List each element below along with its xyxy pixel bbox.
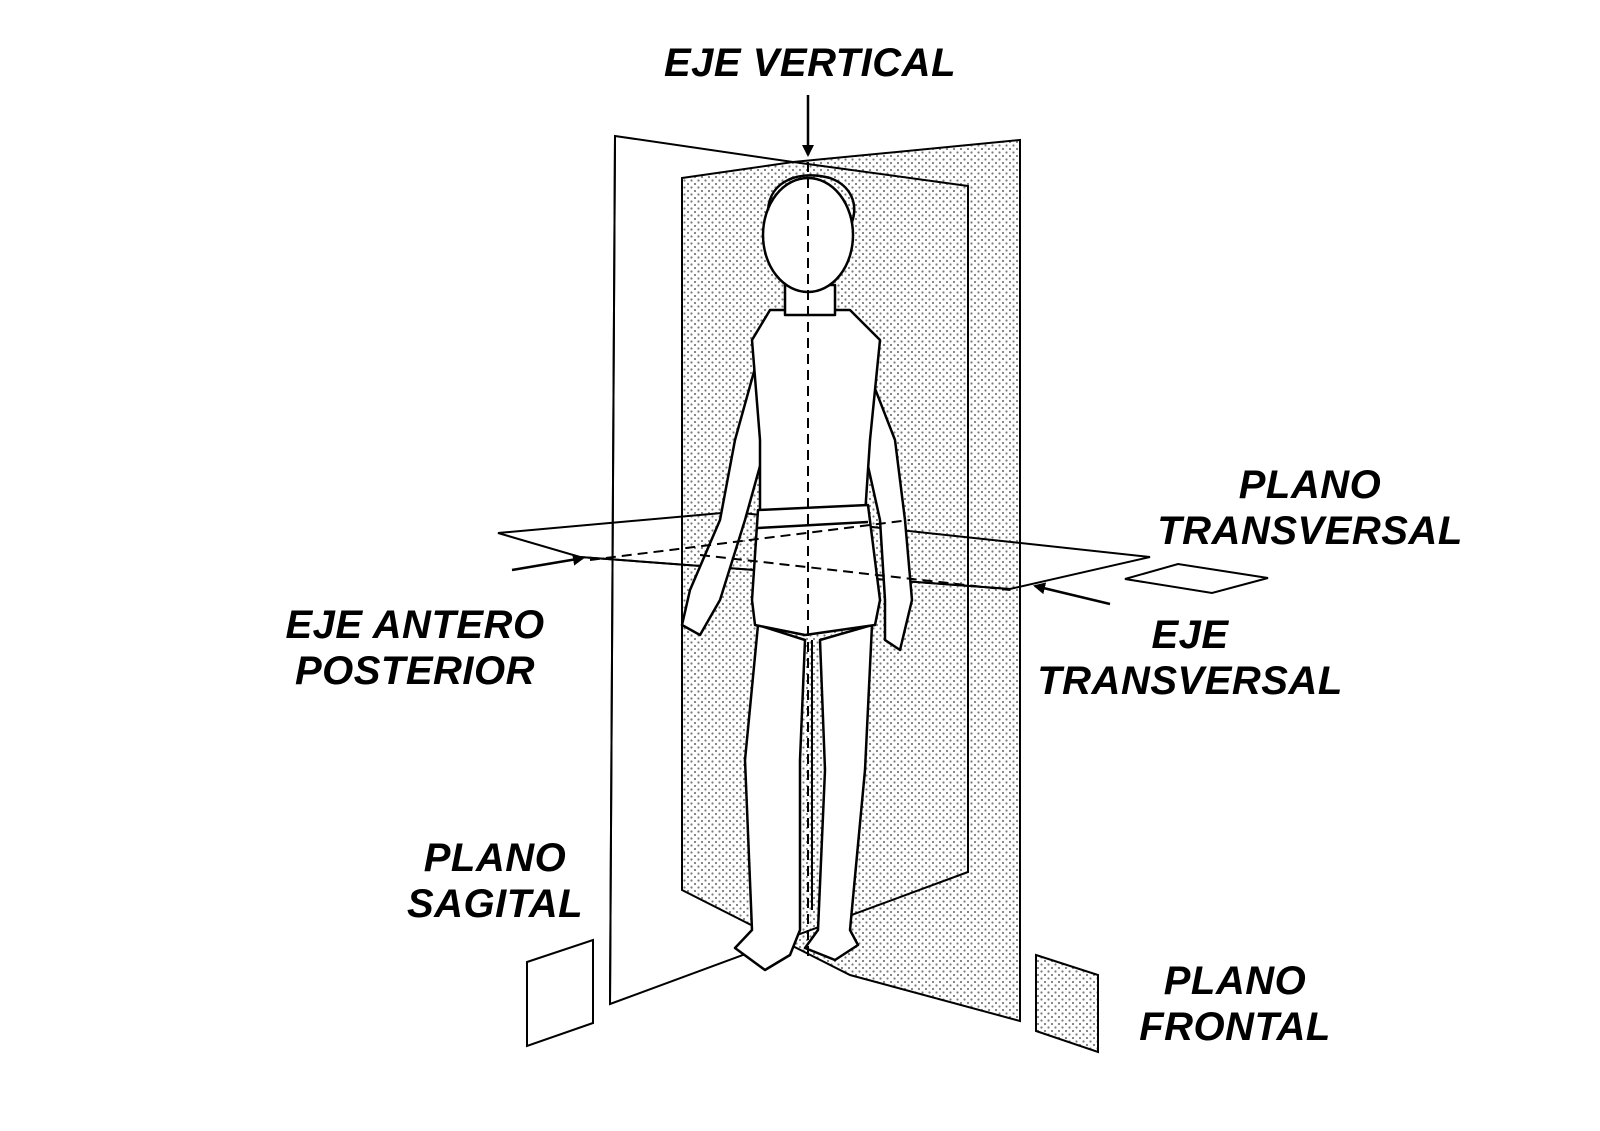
plano-sagital-line-2: SAGITAL <box>406 882 584 926</box>
plano-sagital-label: PLANO SAGITAL <box>395 835 595 927</box>
transverse-plane-swatch <box>1124 562 1269 595</box>
plano-frontal-line-1: PLANO <box>1163 959 1307 1003</box>
plano-transversal-line-2: TRANSVERSAL <box>1157 509 1463 553</box>
plano-sagital-line-1: PLANO <box>423 836 567 880</box>
human-figure <box>680 174 914 972</box>
frontal-plane-swatch <box>1035 953 1099 1054</box>
plano-transversal-line-1: PLANO <box>1238 463 1382 507</box>
eje-transversal-label: EJE TRANSVERSAL <box>1030 612 1350 704</box>
transverse-plane <box>497 510 1151 591</box>
eje-transversal-line-2: TRANSVERSAL <box>1037 659 1343 703</box>
plano-frontal-line-2: FRONTAL <box>1139 1005 1331 1049</box>
antero-posterior-arrow <box>511 553 585 572</box>
transverse-axis-line <box>699 554 1011 591</box>
eje-antero-posterior-line-2: POSTERIOR <box>294 649 536 693</box>
eje-antero-posterior-line-1: EJE ANTERO <box>285 603 545 647</box>
plano-frontal-label: PLANO FRONTAL <box>1125 958 1345 1050</box>
plano-transversal-label: PLANO TRANSVERSAL <box>1150 462 1470 554</box>
eje-transversal-line-1: EJE <box>1151 613 1229 657</box>
eje-vertical-label: EJE VERTICAL <box>664 41 956 85</box>
transverse-axis-arrow <box>1033 582 1111 606</box>
antero-posterior-axis-line <box>589 519 911 561</box>
sagittal-plane-swatch <box>526 938 594 1048</box>
eje-antero-posterior-label: EJE ANTERO POSTERIOR <box>270 602 560 694</box>
